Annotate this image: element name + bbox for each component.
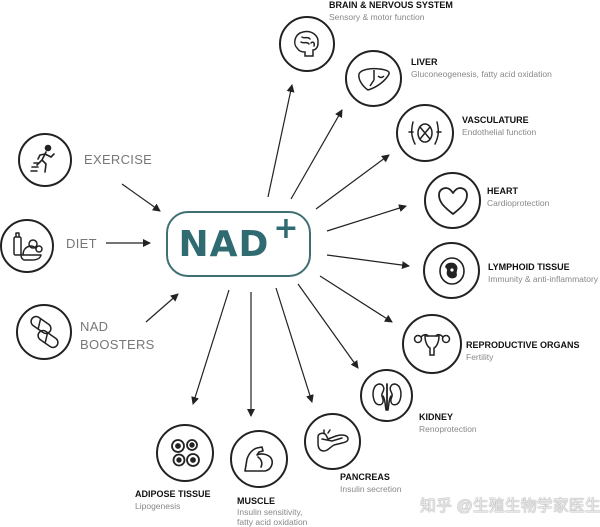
arrow-adipose — [191, 289, 230, 405]
pancreas-title: PANCREAS — [340, 472, 390, 482]
heart-icon — [424, 172, 481, 229]
running-icon — [18, 133, 72, 187]
arrow-boosters — [145, 293, 179, 323]
arrow-liver — [290, 109, 343, 200]
kidney-subtitle: Renoprotection — [419, 424, 477, 434]
brain-subtitle: Sensory & motor function — [329, 12, 425, 22]
watermark: 知乎 @生殖生物学家医生 — [420, 498, 600, 515]
lymph-cell-icon — [423, 242, 480, 299]
nad-plus-sign: + — [273, 210, 299, 246]
muscle-subtitle-line1: Insulin sensitivity, — [237, 507, 303, 517]
arrow-heart — [326, 204, 407, 232]
arrow-kidney — [297, 283, 359, 369]
arrow-exercise — [121, 183, 161, 212]
exercise-label: EXERCISE — [84, 152, 153, 167]
arrow-brain — [267, 84, 295, 198]
arrow-vasculature — [315, 154, 390, 210]
muscle-title: MUSCLE — [237, 496, 275, 506]
diet-label: DIET — [66, 236, 97, 251]
brain-title: BRAIN & NERVOUS SYSTEM — [329, 0, 453, 10]
adipose-subtitle: Lipogenesis — [135, 501, 181, 511]
vasculature-subtitle: Endothelial function — [462, 127, 537, 137]
uterus-icon — [402, 314, 462, 374]
muscle-icon — [230, 430, 288, 488]
kidney-title: KIDNEY — [419, 412, 454, 422]
food-icon — [0, 219, 54, 273]
brain-icon — [279, 16, 335, 72]
arrow-lymphoid — [326, 254, 410, 270]
boosters-label-line2: BOOSTERS — [80, 337, 155, 352]
liver-subtitle: Gluconeogenesis, fatty acid oxidation — [411, 69, 552, 79]
kidney-icon — [360, 369, 413, 422]
arrow-pancreas — [275, 287, 314, 403]
reproductive-title: REPRODUCTIVE ORGANS — [466, 340, 580, 350]
muscle-subtitle-line2: fatty acid oxidation — [237, 517, 308, 527]
vasculature-title: VASCULATURE — [462, 115, 529, 125]
liver-icon — [345, 50, 402, 107]
heart-subtitle: Cardioprotection — [487, 198, 550, 208]
pancreas-icon — [304, 413, 361, 470]
adipose-title: ADIPOSE TISSUE — [135, 489, 211, 499]
pills-icon — [16, 304, 72, 360]
heart-title: HEART — [487, 186, 518, 196]
nad-label: NAD — [178, 223, 270, 265]
nad-hub: NAD+ — [166, 211, 311, 277]
fat-cells-icon — [156, 424, 214, 482]
reproductive-subtitle: Fertility — [466, 352, 494, 362]
pancreas-subtitle: Insulin secretion — [340, 484, 402, 494]
arrow-reproductive — [319, 275, 393, 323]
boosters-label-line1: NAD — [80, 319, 109, 334]
lymphoid-subtitle: Immunity & anti-inflammatory — [488, 274, 599, 284]
lymphoid-title: LYMPHOID TISSUE — [488, 262, 570, 272]
blood-vessel-icon — [396, 104, 454, 162]
liver-title: LIVER — [411, 57, 438, 67]
